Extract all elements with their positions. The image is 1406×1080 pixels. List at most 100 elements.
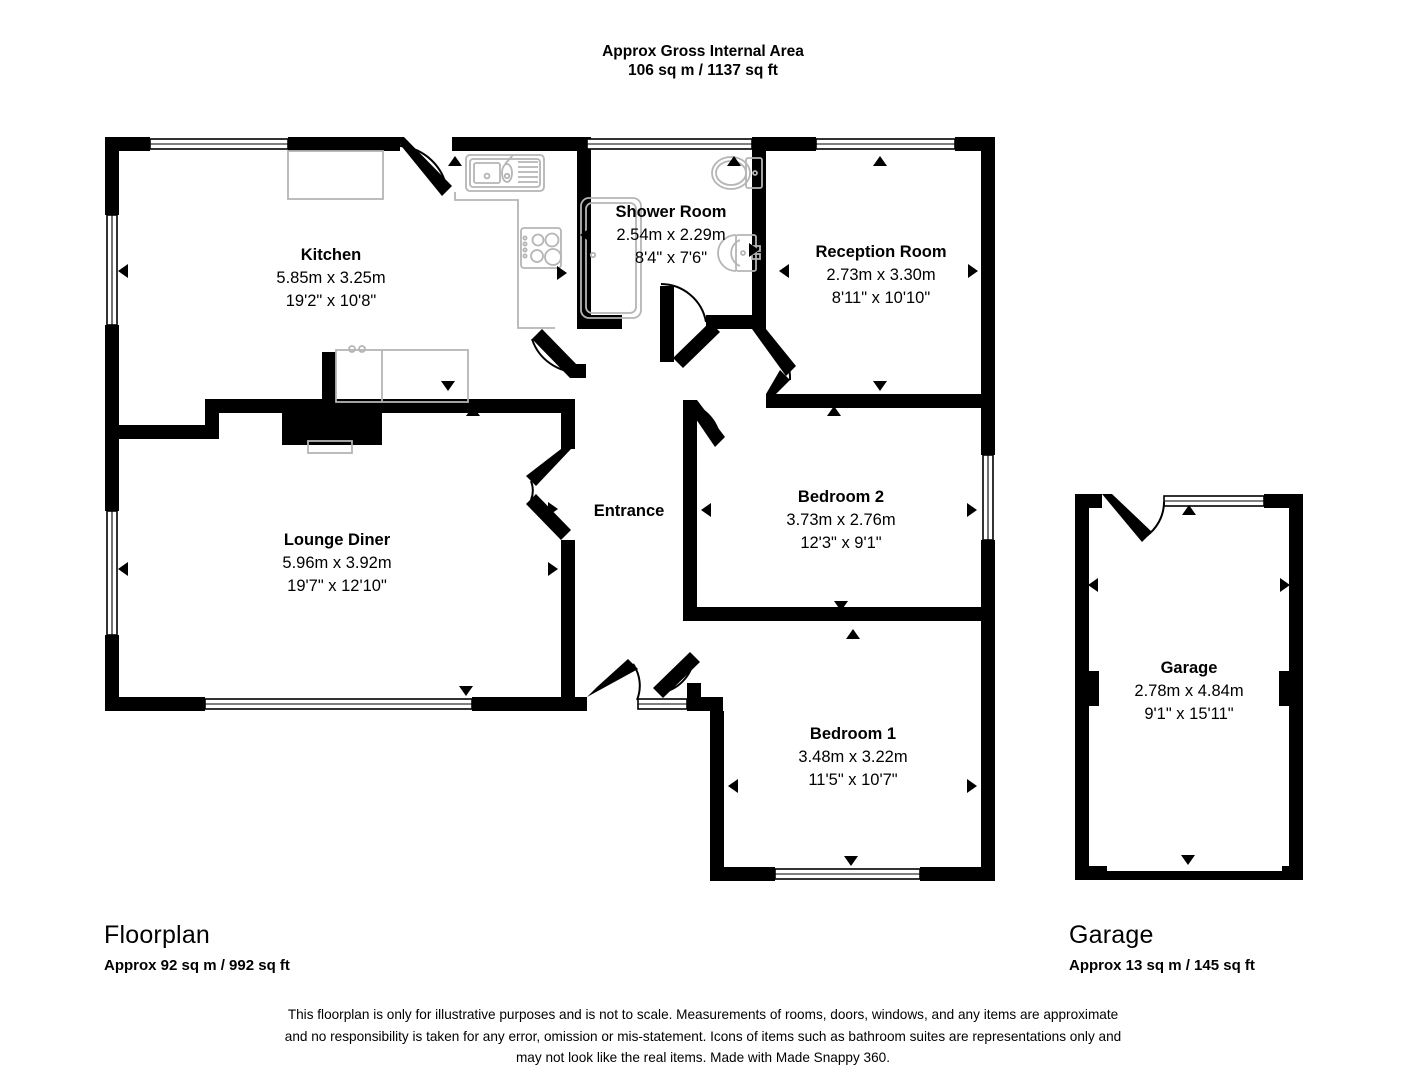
wall-exterior-bottom-bed1-a <box>710 867 775 881</box>
door-arc-reception <box>757 332 792 381</box>
wall-exterior-bottom-entrance-left <box>577 697 587 711</box>
room-label-shower-metric: 2.54m x 2.29m <box>616 226 725 244</box>
room-label-bed2-name: Bedroom 2 <box>798 488 884 506</box>
marker-shower-window-up <box>727 156 741 166</box>
room-label-bed2-imperial: 12'3" x 9'1" <box>800 534 881 552</box>
marker-lounge-right <box>548 562 558 576</box>
wall-internal-lounge-hall-upper <box>561 399 575 449</box>
room-label-kitchen-imperial: 19'2" x 10'8" <box>286 292 377 310</box>
marker-bed2-left <box>701 503 711 517</box>
door-arc-hall-lounge <box>530 480 534 501</box>
wall-exterior-bottom-lounge-right <box>472 697 587 711</box>
room-label-bed2-metric: 3.73m x 2.76m <box>786 511 895 529</box>
marker-bed1-left <box>728 779 738 793</box>
room-label-entrance: Entrance <box>594 502 665 520</box>
wall-angled-hall-topleft <box>532 329 580 378</box>
door-arc-shower <box>660 283 707 323</box>
wall-angled-hall-topmid <box>673 322 720 368</box>
room-label-reception-metric: 2.73m x 3.30m <box>826 266 935 284</box>
marker-bed2-top-up <box>827 406 841 416</box>
wall-exterior-right-mid <box>981 540 995 640</box>
marker-reception-right <box>968 264 978 278</box>
wall-exterior-top-shower-left <box>452 137 577 151</box>
wall-exterior-left-bed1 <box>710 711 724 881</box>
wall-angled-bed2-door-jamb <box>683 400 725 447</box>
wall-angled-garage-door-jamb <box>1102 494 1152 542</box>
marker-lounge-bottom-down <box>459 686 473 696</box>
cooker-hob-icon <box>520 227 562 269</box>
marker-lounge-left <box>118 562 128 576</box>
marker-reception-left <box>779 264 789 278</box>
room-label-lounge-metric: 5.96m x 3.92m <box>282 554 391 572</box>
fixtures <box>287 150 763 454</box>
garage-footer-area: Approx 13 sq m / 145 sq ft <box>1069 957 1255 974</box>
wall-garage-left-upper <box>1075 494 1089 664</box>
wall-internal-shower-bottom-right <box>706 315 752 329</box>
wall-exterior-left-upper <box>105 137 119 215</box>
room-label-bed1-name: Bedroom 1 <box>810 725 896 743</box>
marker-shower-right <box>749 243 759 257</box>
wall-angled-hall-left-b <box>526 494 571 540</box>
marker-reception-window-up <box>873 156 887 166</box>
wall-angled-reception-door-jamb <box>752 329 796 376</box>
wall-exterior-top-kitchen-right <box>288 137 400 151</box>
door-arc-bedroom2 <box>688 403 721 442</box>
wall-garage-bottom-right <box>1282 866 1303 880</box>
wall-garage-top-right <box>1264 494 1303 508</box>
door-arc-bedroom1 <box>658 656 695 694</box>
wall-garage-left-lower <box>1075 664 1089 866</box>
door-arc-entrance <box>632 663 641 701</box>
marker-garage-window-up <box>1182 505 1196 515</box>
wall-internal-lounge-hall-lower <box>561 540 575 700</box>
door-arc-garage <box>1144 501 1165 538</box>
room-label-garage-metric: 2.78m x 4.84m <box>1134 682 1243 700</box>
wall-garage-right-upper <box>1289 494 1303 664</box>
marker-garage-left <box>1088 578 1098 592</box>
wall-internal-bed2-bottom <box>683 607 995 621</box>
marker-kitchen-sink-up <box>448 156 462 166</box>
wall-angled-hall-left-a <box>526 449 571 486</box>
gia-value: 106 sq m / 1137 sq ft <box>628 62 778 79</box>
marker-bed1-up <box>846 629 860 639</box>
marker-reception-down <box>873 381 887 391</box>
wall-angled-hall-topright <box>766 370 790 394</box>
direction-markers-main <box>118 156 978 866</box>
garage-walls <box>1075 494 1303 880</box>
marker-hob-right <box>557 266 567 280</box>
room-label-kitchen-name: Kitchen <box>301 246 362 264</box>
wall-internal-reception-bottom <box>766 394 981 408</box>
marker-bed2-right <box>967 503 977 517</box>
garage-openings <box>1144 495 1265 538</box>
wall-exterior-top-kitchen-left <box>105 137 150 151</box>
wall-garage-top-left <box>1075 494 1102 508</box>
door-swing-arcs <box>399 145 792 701</box>
room-label-garage-imperial: 9'1" x 15'11" <box>1144 705 1233 723</box>
marker-kitchen-down <box>441 381 455 391</box>
wall-exterior-left-lower-b <box>105 635 119 711</box>
wall-internal-bed2-left <box>683 400 697 614</box>
wall-exterior-bottom-bed1-b <box>920 867 995 881</box>
kitchen-worktop-top <box>287 150 384 200</box>
disclaimer-text: This floorplan is only for illustrative … <box>0 1004 1406 1069</box>
wall-exterior-top-reception-left <box>774 137 816 151</box>
floorplan-footer-area: Approx 92 sq m / 992 sq ft <box>104 957 290 974</box>
wall-internal-hall-top-left-stub <box>570 364 586 378</box>
room-labels-main: Kitchen 5.85m x 3.25m 19'2" x 10'8" Show… <box>276 203 946 789</box>
disclaimer-line-3: may not look like the real items. Made w… <box>515 1050 891 1065</box>
room-label-bed1-metric: 3.48m x 3.22m <box>798 748 907 766</box>
wall-exterior-bottom-bed1-step <box>687 697 723 711</box>
kitchen-island-block <box>282 399 382 445</box>
wall-exterior-left-mid <box>105 325 119 425</box>
floorplan-footer-title: Floorplan <box>104 921 211 949</box>
wall-exterior-left-lower-a <box>105 439 119 511</box>
marker-bed2-down <box>834 601 848 611</box>
kitchen-appliance-front <box>307 440 353 454</box>
room-label-lounge-imperial: 19'7" x 12'10" <box>287 577 387 595</box>
room-label-shower-imperial: 8'4" x 7'6" <box>635 249 707 267</box>
disclaimer-line-1: This floorplan is only for illustrative … <box>287 1007 1119 1022</box>
disclaimer-line-2: and no responsibility is taken for any e… <box>284 1028 1122 1044</box>
room-label-reception-imperial: 8'11" x 10'10" <box>832 289 931 307</box>
gia-title: Approx Gross Internal Area <box>602 43 804 60</box>
gross-internal-area-header: Approx Gross Internal Area 106 sq m / 11… <box>0 42 1406 80</box>
